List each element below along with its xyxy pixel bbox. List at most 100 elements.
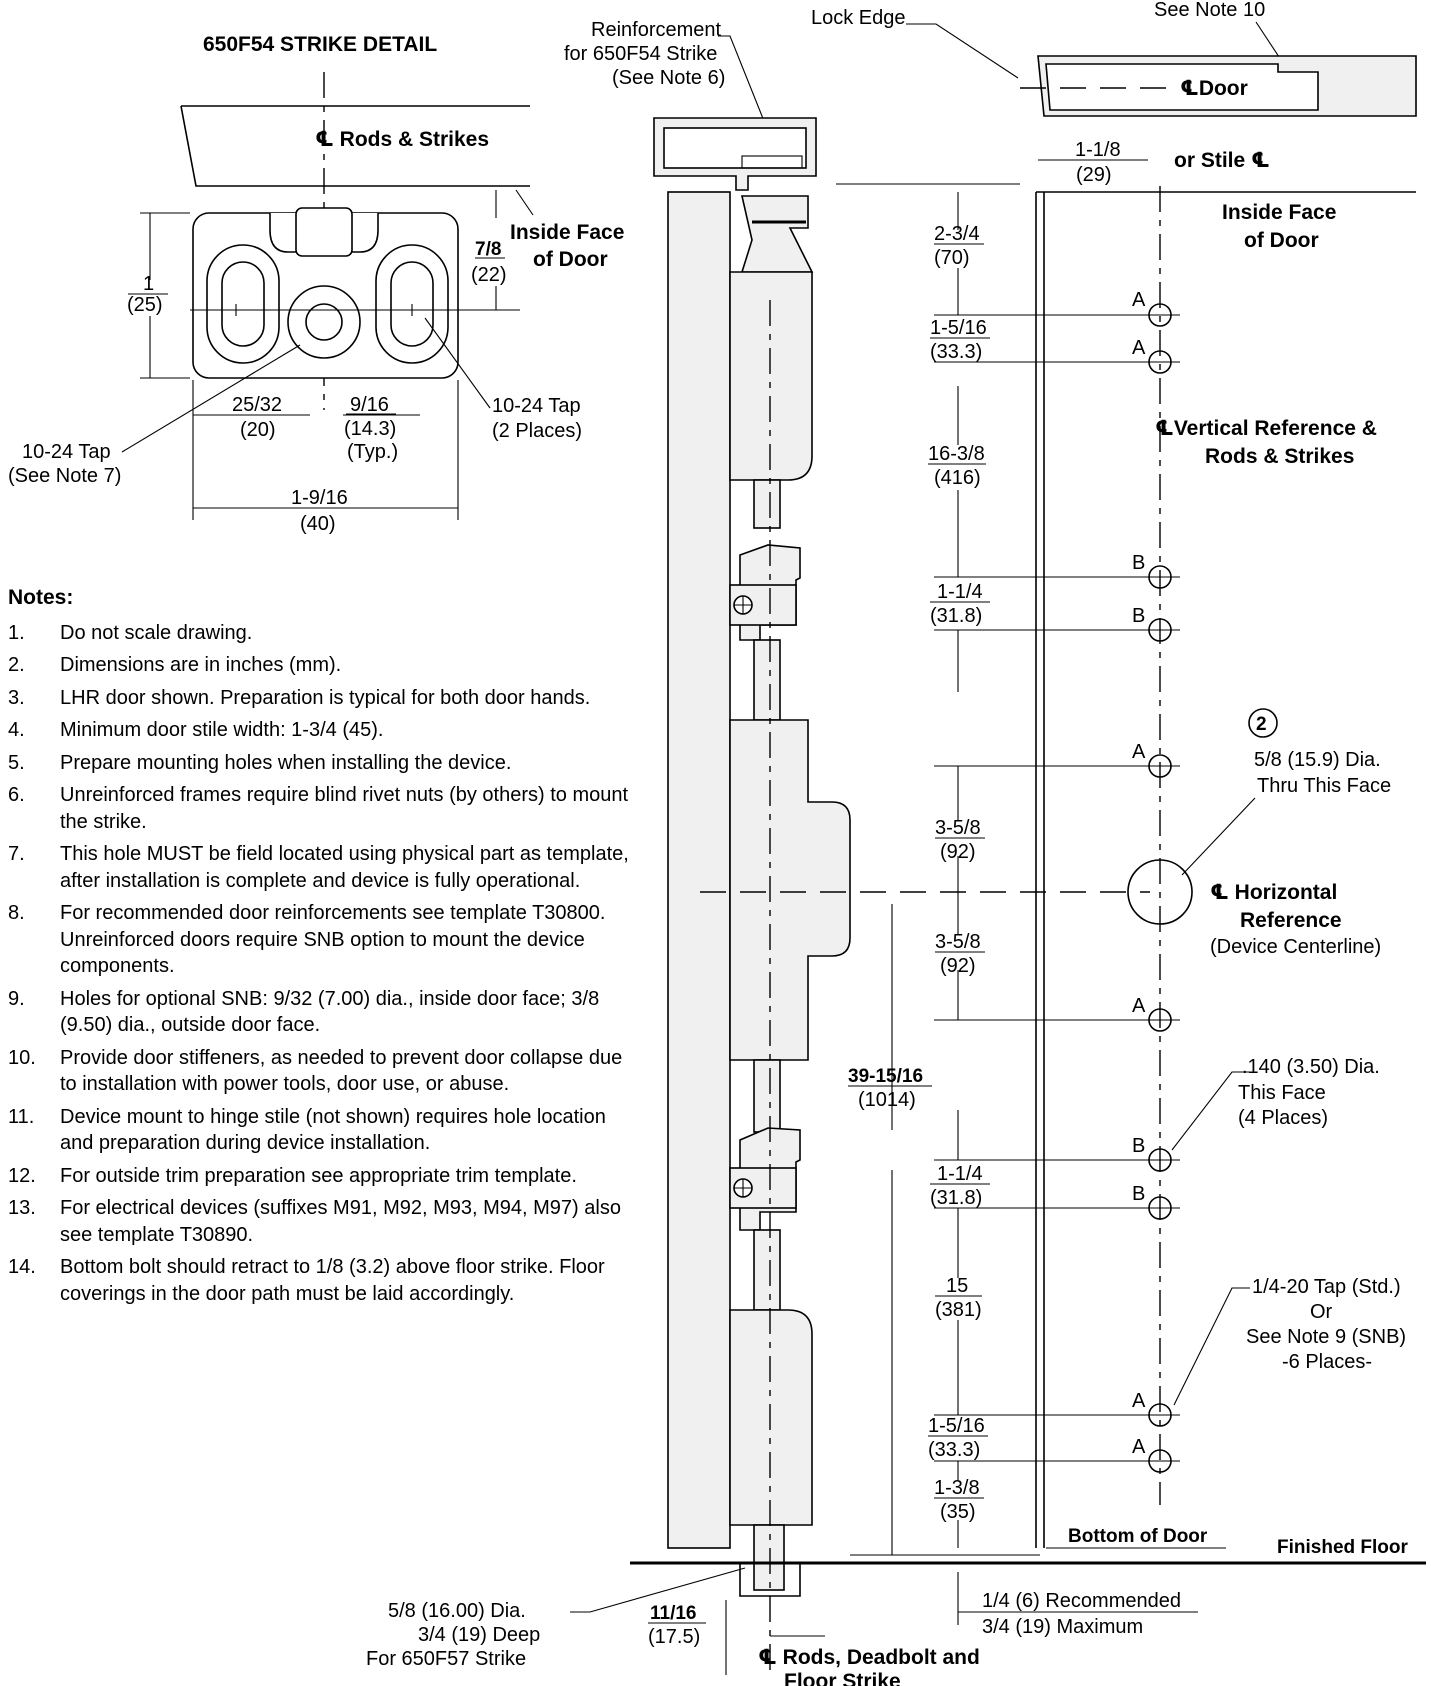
note-number: 2. xyxy=(8,654,25,676)
dim-25-32: 25/32 xyxy=(232,394,282,416)
note-item: 2. Dimensions are in inches (mm). xyxy=(8,652,638,679)
tap-1-4-label-3: See Note 9 (SNB) xyxy=(1246,1326,1406,1348)
hole-label: A xyxy=(1132,289,1146,311)
note-text: Bottom bolt should retract to 1/8 (3.2) … xyxy=(60,1256,605,1305)
top-bolt-head xyxy=(740,195,814,273)
note-text: This hole MUST be field located using ph… xyxy=(60,843,629,892)
inside-face-label-2: of Door xyxy=(1244,229,1319,252)
finished-floor-label: Finished Floor xyxy=(1277,1537,1408,1558)
dim-1-mm: (25) xyxy=(127,294,163,316)
dim-39: 39-15/16 xyxy=(848,1066,923,1087)
bottom-of-door-label: Bottom of Door xyxy=(1068,1526,1208,1547)
floor-strike-pocket xyxy=(739,1563,801,1597)
horizontal-reference-label-1: ℄ Horizontal xyxy=(1210,881,1337,904)
note-item: 6. Unreinforced frames require blind rive… xyxy=(8,782,638,835)
note-circle-number: 2 xyxy=(1256,714,1267,735)
dim-typ: (Typ.) xyxy=(347,441,398,463)
bottom-bolt-housing xyxy=(729,1309,813,1526)
note-text: Unreinforced frames require blind rivet … xyxy=(60,784,629,833)
note-text: Device mount to hinge stile (not shown) … xyxy=(60,1105,606,1155)
frame-jamb xyxy=(667,191,731,1549)
dim-2-3-4: 2-3/4 xyxy=(934,223,980,245)
note-item: 14.Bottom bolt should retract to 1/8 (3.… xyxy=(8,1254,638,1307)
notes-heading: Notes: xyxy=(8,586,74,609)
dim-1-9-16-mm: (40) xyxy=(300,513,336,535)
dia-140-label-2: This Face xyxy=(1238,1082,1326,1104)
floor-hole-label-2: 3/4 (19) Deep xyxy=(418,1624,540,1646)
dia-5-8-label-2: Thru This Face xyxy=(1257,775,1391,797)
note-text: Do not scale drawing. xyxy=(60,621,253,644)
strike-detail-title: 650F54 STRIKE DETAIL xyxy=(203,33,437,56)
strike-frame-outline xyxy=(180,105,530,187)
reinforcement-label-1: Reinforcement xyxy=(591,19,722,41)
cl-rods-deadbolt-label-1: ℄ Rods, Deadbolt and xyxy=(758,1646,980,1669)
reinforcement-label-2: for 650F54 Strike xyxy=(564,43,717,65)
note-text: Dimensions are in inches (mm). xyxy=(60,654,342,676)
note-number: 9. xyxy=(8,987,25,1010)
tap-1-4-label-4: -6 Places- xyxy=(1282,1351,1372,1373)
dim-3-5-8-b: 3-5/8 xyxy=(935,931,981,953)
dim-11-16: 11/16 xyxy=(650,1603,697,1624)
note-text: Prepare mounting holes when installing t… xyxy=(60,751,512,774)
hole-label: B xyxy=(1132,1135,1145,1157)
note-text: For electrical devices (suffixes M91, M9… xyxy=(60,1197,621,1246)
strike-center-hole-inner xyxy=(305,303,343,341)
lock-edge-label: Lock Edge xyxy=(811,7,906,29)
dia-140-label-3: (4 Places) xyxy=(1238,1107,1328,1129)
note-item: 13. For electrical devices (suffixes M91,… xyxy=(8,1195,638,1248)
note-number: 13. xyxy=(8,1197,36,1219)
dim-1-3-8-mm: (35) xyxy=(940,1501,976,1523)
reinforcement-label-3: (See Note 6) xyxy=(612,67,725,89)
strike-cl-label: ℄ Rods & Strikes xyxy=(315,128,489,151)
note-number: 12. xyxy=(8,1164,36,1187)
note-number: 7. xyxy=(8,843,25,865)
tap-1-4-label-1: 1/4-20 Tap (Std.) xyxy=(1252,1276,1401,1298)
dim-16-3-8-mm: (416) xyxy=(934,467,981,489)
strike-inside-face-2: of Door xyxy=(533,248,608,271)
notes-list: 1.Do not scale drawing.2.Dimensions are … xyxy=(8,620,638,1308)
dim-9-16-mm: (14.3) xyxy=(344,418,396,440)
dim-15: 15 xyxy=(946,1275,968,1297)
dim-16-3-8: 16-3/8 xyxy=(928,443,985,465)
horizontal-reference-label-3: (Device Centerline) xyxy=(1210,936,1381,958)
hole-label: A xyxy=(1132,741,1146,763)
device-elevation: Reinforcement for 650F54 Strike (See Not… xyxy=(366,0,1426,1686)
note-item: 7. This hole MUST be field located using … xyxy=(8,841,638,894)
cl-rods-deadbolt-label-2: Floor Strike xyxy=(784,1670,901,1686)
bottom-rod-1 xyxy=(753,1059,781,1133)
top-latch-housing xyxy=(729,271,813,481)
note-text: Minimum door stile width: 1-3/4 (45). xyxy=(60,719,384,741)
note-item: 5.Prepare mounting holes when installing… xyxy=(8,750,638,777)
hole-label: B xyxy=(1132,605,1145,627)
dia-5-8-label-1: 5/8 (15.9) Dia. xyxy=(1254,749,1381,771)
note-number: 11. xyxy=(8,1105,35,1128)
horizontal-reference-label-2: Reference xyxy=(1240,909,1342,932)
strike-slot-left-inner xyxy=(221,261,265,347)
dia-140-label-1: .140 (3.50) Dia. xyxy=(1242,1056,1380,1078)
top-rod-2 xyxy=(753,639,781,721)
dim-9-16: 9/16 xyxy=(350,394,389,416)
top-rod-1 xyxy=(753,479,781,529)
rod-guide-upper-bracket xyxy=(729,584,797,626)
note-text: Provide door stiffeners, as needed to pr… xyxy=(60,1046,623,1096)
dim-1-5-16-b: 1-5/16 xyxy=(928,1415,985,1437)
tap-left-1: 10-24 Tap xyxy=(22,441,111,463)
note-number: 6. xyxy=(8,784,25,806)
dim-7-8: 7/8 xyxy=(475,239,501,260)
dim-1-3-8: 1-3/8 xyxy=(934,1477,980,1499)
tap-right-2: (2 Places) xyxy=(492,420,582,442)
dim-3-5-8-a: 3-5/8 xyxy=(935,817,981,839)
vertical-reference-label-2: Rods & Strikes xyxy=(1205,445,1354,468)
dim-39-mm: (1014) xyxy=(858,1089,916,1111)
note-item: 3.LHR door shown. Preparation is typical… xyxy=(8,685,638,712)
strike-detail: 650F54 STRIKE DETAIL ℄ Rods & Strikes 7/… xyxy=(8,33,624,535)
dim-1-1-8-mm: (29) xyxy=(1076,164,1112,186)
note-text: For recommended door reinforcements see … xyxy=(60,902,606,977)
hole-label: A xyxy=(1132,995,1146,1017)
dim-1-9-16: 1-9/16 xyxy=(291,487,348,509)
note-text: Holes for optional SNB: 9/32 (7.00) dia.… xyxy=(60,987,600,1037)
note-item: 12.For outside trim preparation see appr… xyxy=(8,1163,638,1190)
note-text: LHR door shown. Preparation is typical f… xyxy=(60,686,591,709)
note-item: 4.Minimum door stile width: 1-3/4 (45). xyxy=(8,717,638,744)
